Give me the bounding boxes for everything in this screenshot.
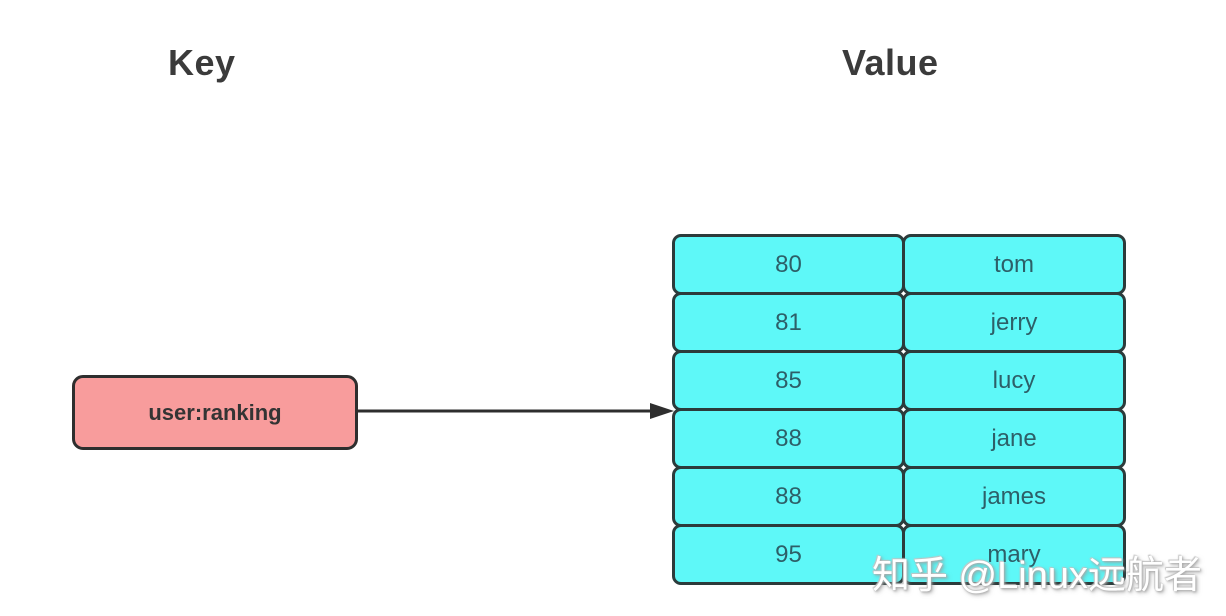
- member-cell: tom: [902, 234, 1126, 295]
- score-cell: 85: [672, 350, 905, 411]
- score-cell: 88: [672, 408, 905, 469]
- score-cell: 95: [672, 524, 905, 585]
- member-cell: jerry: [902, 292, 1126, 353]
- key-column-heading: Key: [168, 42, 236, 83]
- score-cell: 81: [672, 292, 905, 353]
- table-row: 95 mary: [672, 524, 1126, 585]
- value-table: 80 tom 81 jerry 85 lucy 88 jane 88 james…: [672, 234, 1126, 585]
- score-cell: 88: [672, 466, 905, 527]
- key-node: user:ranking: [72, 375, 358, 450]
- key-to-value-arrow: [358, 403, 674, 419]
- table-row: 85 lucy: [672, 350, 1126, 411]
- table-row: 80 tom: [672, 234, 1126, 295]
- table-row: 88 james: [672, 466, 1126, 527]
- member-cell: mary: [902, 524, 1126, 585]
- member-cell: lucy: [902, 350, 1126, 411]
- table-row: 88 jane: [672, 408, 1126, 469]
- score-cell: 80: [672, 234, 905, 295]
- key-node-label: user:ranking: [148, 399, 282, 425]
- value-column-heading: Value: [842, 42, 939, 83]
- member-cell: jane: [902, 408, 1126, 469]
- table-row: 81 jerry: [672, 292, 1126, 353]
- member-cell: james: [902, 466, 1126, 527]
